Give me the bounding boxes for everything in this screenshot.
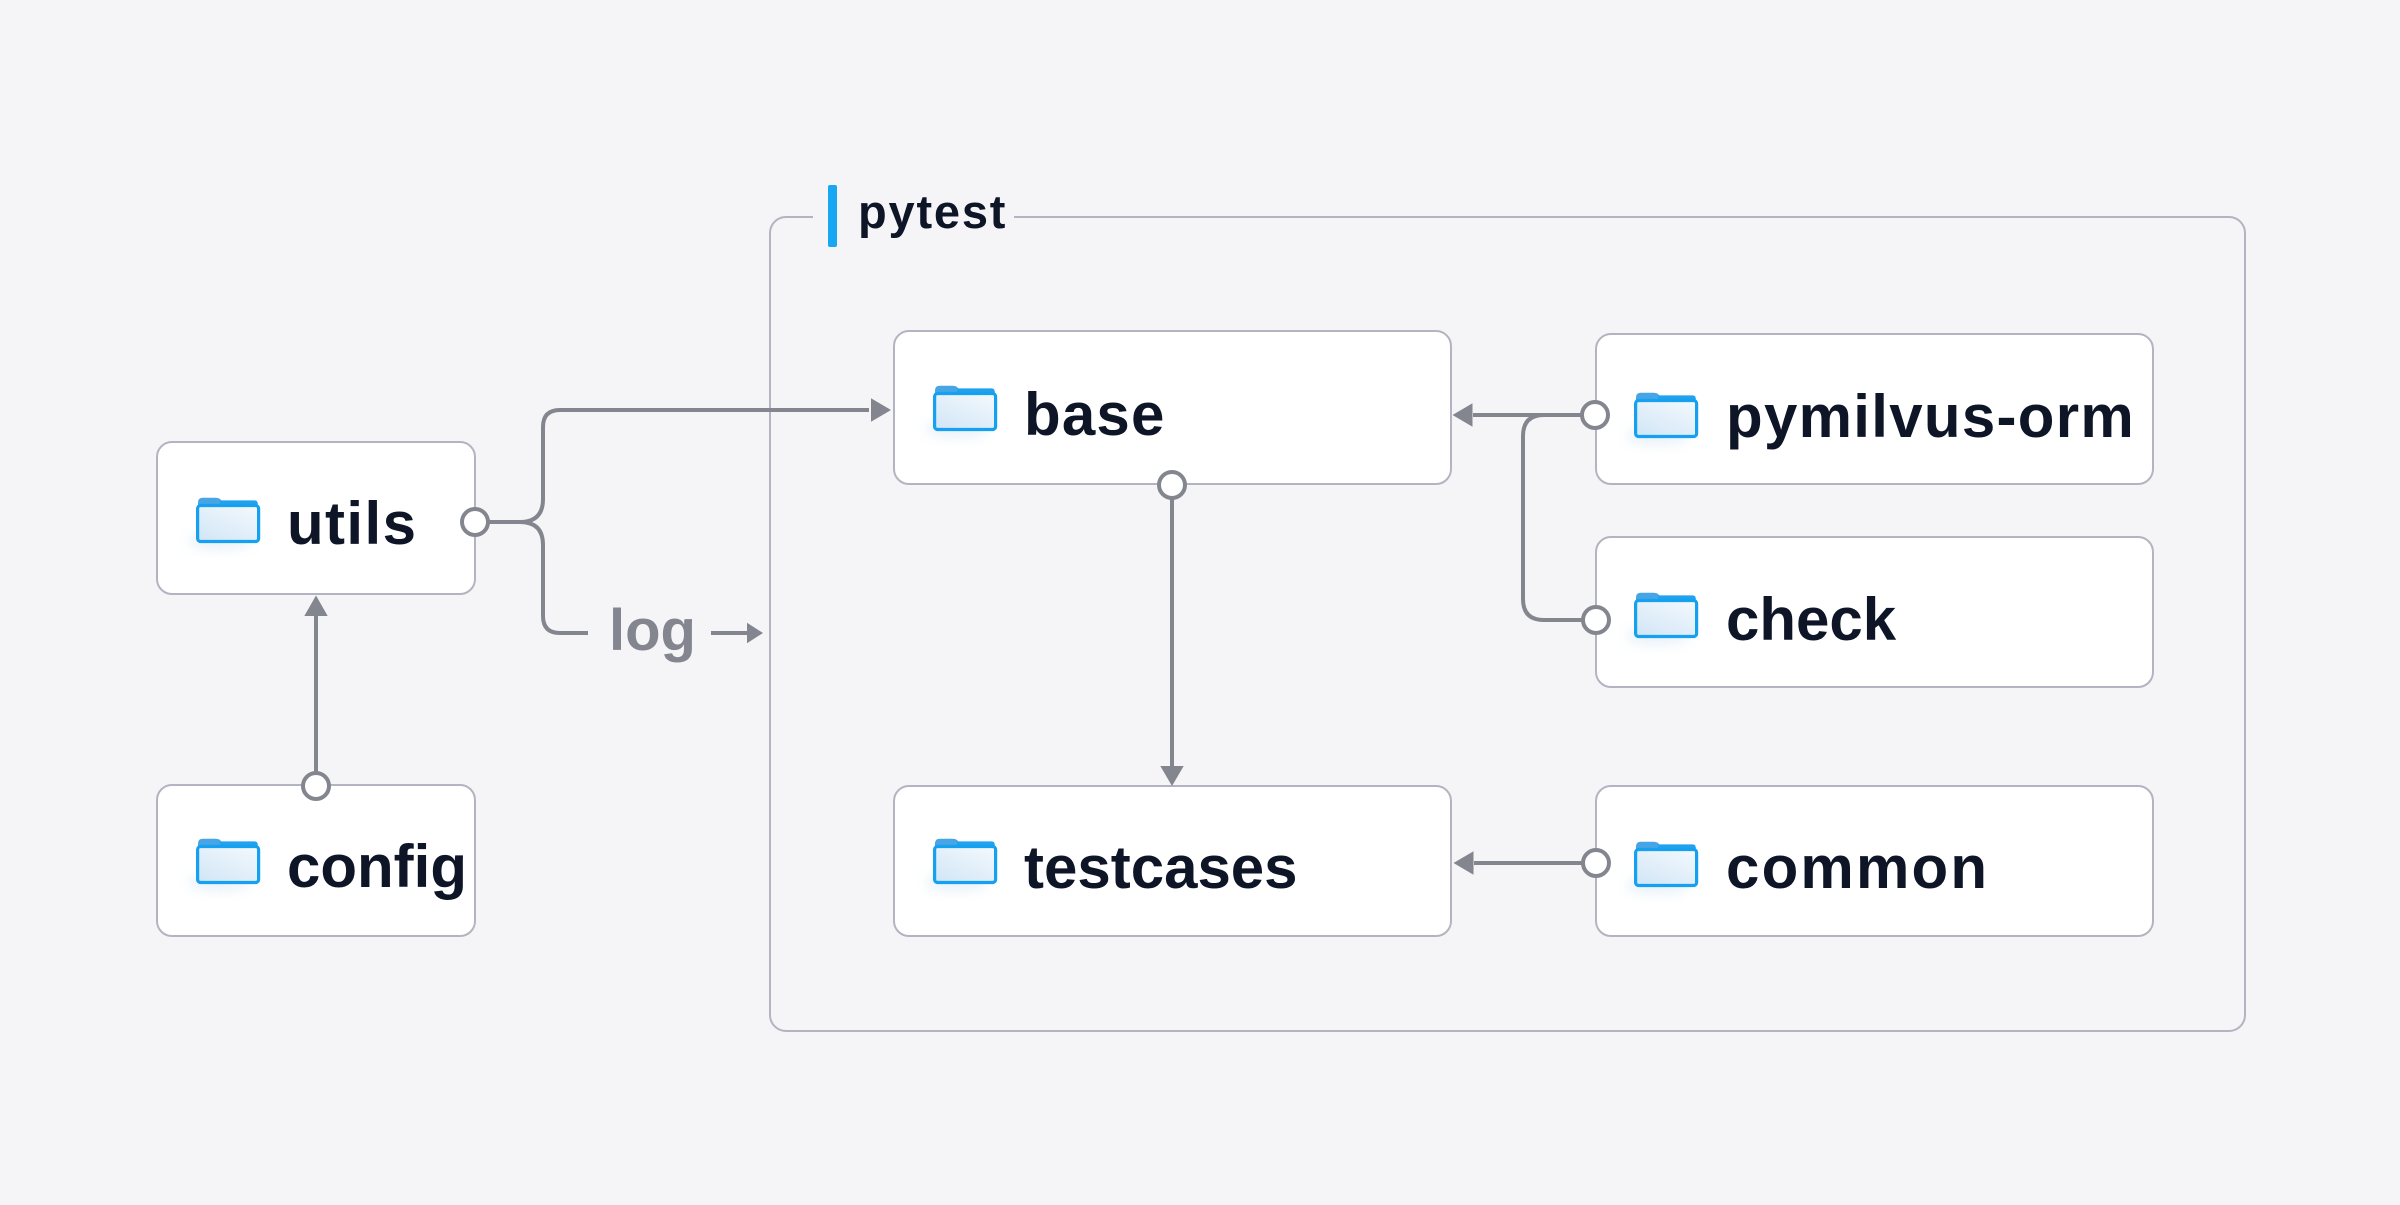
svg-text:pytest: pytest [858, 185, 1007, 238]
svg-text:base: base [1024, 381, 1166, 448]
svg-text:testcases: testcases [1024, 834, 1298, 901]
svg-text:log: log [609, 598, 696, 663]
svg-text:utils: utils [287, 490, 417, 557]
svg-text:config: config [287, 833, 467, 900]
svg-text:check: check [1726, 586, 1897, 653]
svg-text:pymilvus-orm: pymilvus-orm [1726, 383, 2135, 450]
svg-text:common: common [1726, 834, 1989, 901]
